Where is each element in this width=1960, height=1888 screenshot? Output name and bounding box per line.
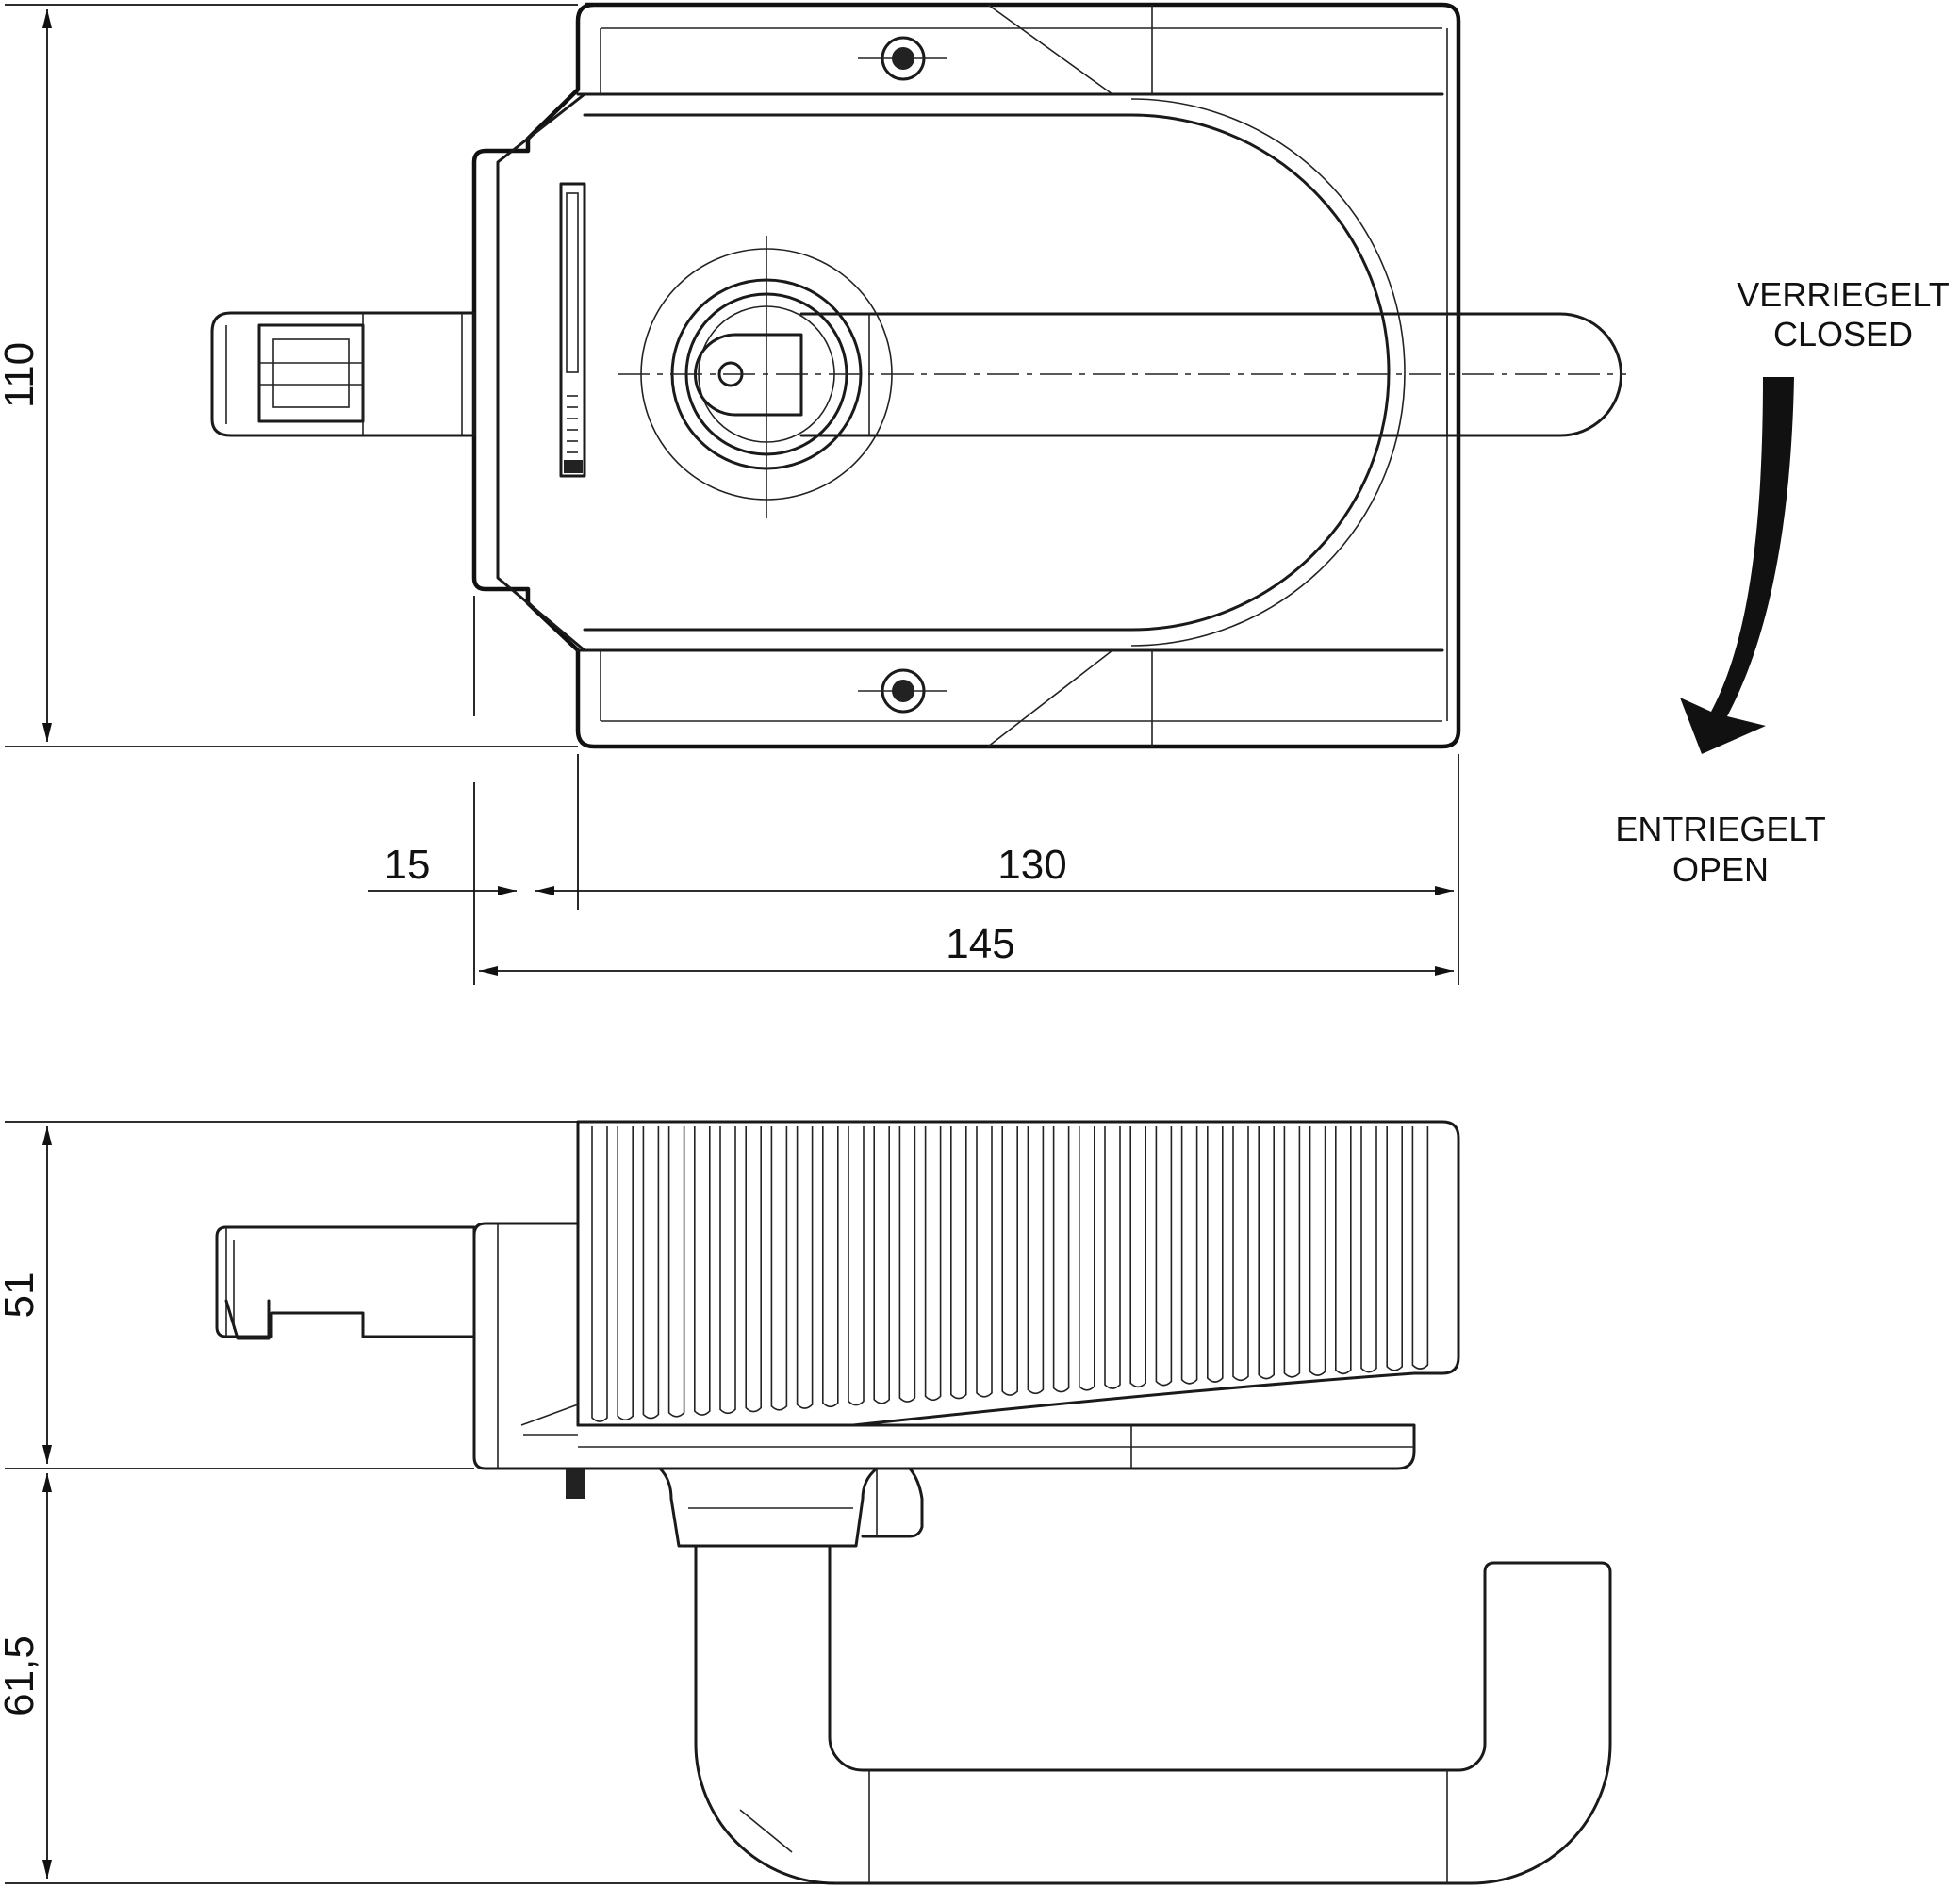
handle-side-view [694, 1544, 1612, 1885]
dimension-height-110: 110 [0, 4, 578, 747]
body-rib [1001, 1126, 1018, 1396]
rotor [640, 236, 893, 518]
body-rib [1129, 1126, 1146, 1388]
body-rib [591, 1126, 608, 1422]
dim-15-label: 15 [385, 842, 431, 888]
body-rib [1335, 1126, 1352, 1375]
rotation-arrow [1680, 377, 1794, 754]
dimension-widths: 15 130 145 [368, 596, 1459, 985]
latch-bolt-side [215, 1225, 476, 1340]
dim-51-label: 51 [0, 1272, 42, 1319]
body-rib [1079, 1126, 1095, 1391]
body-rib [1283, 1126, 1301, 1378]
dim-61-5-label: 61,5 [0, 1635, 42, 1716]
body-rib [642, 1126, 660, 1420]
body-rib [1052, 1126, 1070, 1393]
body-rib [1027, 1126, 1045, 1395]
body-rib [1180, 1126, 1198, 1385]
body-rib [617, 1126, 634, 1421]
dim-110-label: 110 [0, 342, 42, 408]
body-rib [1360, 1126, 1377, 1373]
top-view [210, 2, 1794, 754]
body-rib [1258, 1126, 1275, 1380]
body-rib [1207, 1126, 1224, 1383]
label-unlocked-en: OPEN [1672, 850, 1769, 889]
side-view [215, 1120, 1612, 1885]
body-rib [719, 1126, 736, 1415]
latch-bolt [210, 311, 476, 437]
body-rib [1232, 1126, 1249, 1382]
shaft-housing [658, 1467, 924, 1548]
body-rib [848, 1126, 865, 1406]
body-rib [1309, 1126, 1326, 1376]
screw-bottom [858, 668, 947, 714]
body-rib [1104, 1126, 1121, 1389]
dimension-height-51: 51 [0, 1121, 578, 1469]
body-rib [770, 1126, 788, 1411]
housing-outline [471, 2, 1461, 749]
body-rib [1411, 1126, 1429, 1370]
body-rib [976, 1126, 993, 1398]
label-unlocked-de: ENTRIEGELT [1615, 810, 1825, 848]
body-rib [796, 1126, 814, 1409]
cover-panel [496, 92, 1133, 652]
body-rib [873, 1126, 890, 1404]
body-rib [950, 1126, 967, 1400]
dim-130-label: 130 [997, 842, 1066, 888]
label-locked-de: VERRIEGELT [1737, 275, 1949, 314]
body-rib [667, 1126, 685, 1418]
base-plate [472, 1222, 1416, 1470]
ribbed-body [576, 1120, 1460, 1427]
body-rib [1155, 1126, 1173, 1387]
body-rib [822, 1126, 839, 1408]
body-rib [898, 1126, 916, 1403]
body-rib [1386, 1126, 1403, 1371]
label-locked-en: CLOSED [1773, 315, 1913, 353]
body-ribs [591, 1126, 1429, 1422]
body-rib [694, 1126, 711, 1416]
indicator-strip [559, 182, 586, 478]
body-rib [924, 1126, 942, 1402]
handle-guard [583, 113, 1391, 632]
dimension-height-61-5: 61,5 [0, 1473, 835, 1884]
dim-145-label: 145 [946, 921, 1014, 967]
body-rib [745, 1126, 762, 1413]
screw-top [858, 36, 947, 81]
